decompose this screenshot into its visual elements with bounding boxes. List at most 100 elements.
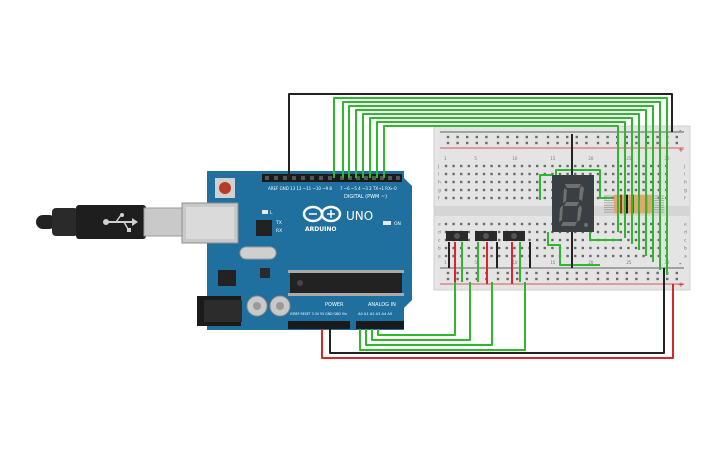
breadboard-hole[interactable] — [566, 135, 569, 139]
breadboard-hole[interactable] — [498, 196, 501, 200]
breadboard-hole[interactable] — [581, 164, 584, 168]
breadboard-hole[interactable] — [650, 180, 653, 184]
breadboard-hole[interactable] — [490, 164, 493, 168]
breadboard-hole[interactable] — [505, 172, 508, 176]
breadboard-hole[interactable] — [498, 180, 501, 184]
breadboard-hole[interactable] — [596, 196, 600, 200]
breadboard-hole[interactable] — [646, 271, 650, 275]
breadboard-hole[interactable] — [475, 141, 478, 145]
breadboard-hole[interactable] — [467, 188, 470, 192]
breadboard-hole[interactable] — [596, 271, 600, 275]
breadboard-hole[interactable] — [634, 222, 638, 226]
breadboard-hole[interactable] — [666, 277, 669, 281]
breadboard-hole[interactable] — [634, 230, 638, 234]
breadboard-hole[interactable] — [490, 246, 493, 250]
breadboard-hole[interactable] — [446, 277, 450, 281]
breadboard-hole[interactable] — [574, 164, 577, 168]
breadboard-hole[interactable] — [650, 164, 653, 168]
breadboard-hole[interactable] — [452, 254, 455, 258]
breadboard-hole[interactable] — [574, 172, 577, 176]
breadboard-hole[interactable] — [657, 188, 660, 192]
breadboard-hole[interactable] — [546, 135, 550, 139]
breadboard-hole[interactable] — [475, 277, 478, 281]
breadboard-hole[interactable] — [490, 188, 493, 192]
breadboard-hole[interactable] — [452, 164, 455, 168]
breadboard-hole[interactable] — [646, 135, 650, 139]
breadboard-hole[interactable] — [642, 222, 645, 226]
breadboard-hole[interactable] — [657, 222, 660, 226]
breadboard-hole[interactable] — [452, 222, 455, 226]
breadboard-hole[interactable] — [535, 135, 538, 139]
arduino-uno-board[interactable]: AREF GND 13 12 ~11 ~10 ~9 8 7 ~6 ~5 4 ~3… — [181, 171, 412, 330]
breadboard-hole[interactable] — [505, 246, 508, 250]
breadboard-hole[interactable] — [604, 164, 607, 168]
breadboard-hole[interactable] — [482, 180, 486, 184]
breadboard-hole[interactable] — [460, 164, 463, 168]
breadboard-hole[interactable] — [520, 172, 524, 176]
breadboard-hole[interactable] — [444, 254, 448, 258]
breadboard-hole[interactable] — [589, 254, 592, 258]
breadboard-hole[interactable] — [467, 246, 470, 250]
breadboard-hole[interactable] — [482, 172, 486, 176]
breadboard-hole[interactable] — [675, 135, 678, 139]
breadboard-hole[interactable] — [475, 172, 478, 176]
breadboard-hole[interactable] — [466, 271, 469, 275]
breadboard-hole[interactable] — [612, 254, 615, 258]
breadboard-hole[interactable] — [657, 230, 660, 234]
breadboard-hole[interactable] — [535, 271, 538, 275]
breadboard-hole[interactable] — [444, 188, 448, 192]
breadboard-hole[interactable] — [467, 254, 470, 258]
breadboard-hole[interactable] — [556, 135, 559, 139]
breadboard-hole[interactable] — [596, 254, 600, 258]
breadboard-hole[interactable] — [456, 135, 459, 139]
breadboard-hole[interactable] — [460, 180, 463, 184]
breadboard-hole[interactable] — [444, 180, 448, 184]
breadboard-hole[interactable] — [585, 135, 588, 139]
breadboard-hole[interactable] — [513, 222, 516, 226]
breadboard-hole[interactable] — [619, 172, 622, 176]
breadboard-hole[interactable] — [566, 271, 569, 275]
breadboard-hole[interactable] — [627, 172, 630, 176]
breadboard-hole[interactable] — [490, 196, 493, 200]
breadboard-hole[interactable] — [520, 196, 524, 200]
breadboard-hole[interactable] — [444, 172, 448, 176]
breadboard-hole[interactable] — [619, 188, 622, 192]
breadboard-hole[interactable] — [543, 196, 546, 200]
breadboard-hole[interactable] — [589, 246, 592, 250]
breadboard-hole[interactable] — [619, 164, 622, 168]
breadboard-hole[interactable] — [635, 135, 638, 139]
breadboard-hole[interactable] — [520, 222, 524, 226]
breadboard-hole[interactable] — [634, 188, 638, 192]
breadboard-hole[interactable] — [513, 188, 516, 192]
breadboard-hole[interactable] — [467, 222, 470, 226]
breadboard-hole[interactable] — [612, 164, 615, 168]
breadboard-hole[interactable] — [551, 246, 554, 250]
breadboard-hole[interactable] — [498, 254, 501, 258]
breadboard-hole[interactable] — [456, 271, 459, 275]
breadboard-hole[interactable] — [625, 277, 628, 281]
breadboard-hole[interactable] — [625, 271, 628, 275]
breadboard-hole[interactable] — [444, 196, 448, 200]
breadboard-hole[interactable] — [496, 277, 500, 281]
breadboard-hole[interactable] — [506, 135, 509, 139]
breadboard-hole[interactable] — [642, 238, 645, 242]
breadboard-hole[interactable] — [536, 196, 539, 200]
breadboard-hole[interactable] — [627, 230, 630, 234]
breadboard-hole[interactable] — [627, 246, 630, 250]
breadboard-hole[interactable] — [612, 180, 615, 184]
breadboard-hole[interactable] — [574, 246, 577, 250]
breadboard-hole[interactable] — [635, 277, 638, 281]
breadboard-hole[interactable] — [585, 271, 588, 275]
breadboard-hole[interactable] — [612, 222, 615, 226]
breadboard-hole[interactable] — [460, 188, 463, 192]
breadboard-hole[interactable] — [634, 164, 638, 168]
breadboard-hole[interactable] — [656, 141, 659, 145]
breadboard-hole[interactable] — [581, 172, 584, 176]
breadboard-hole[interactable] — [498, 230, 501, 234]
breadboard-hole[interactable] — [642, 180, 645, 184]
breadboard-hole[interactable] — [634, 238, 638, 242]
breadboard-hole[interactable] — [536, 246, 539, 250]
breadboard-hole[interactable] — [558, 238, 562, 242]
breadboard-hole[interactable] — [456, 277, 459, 281]
